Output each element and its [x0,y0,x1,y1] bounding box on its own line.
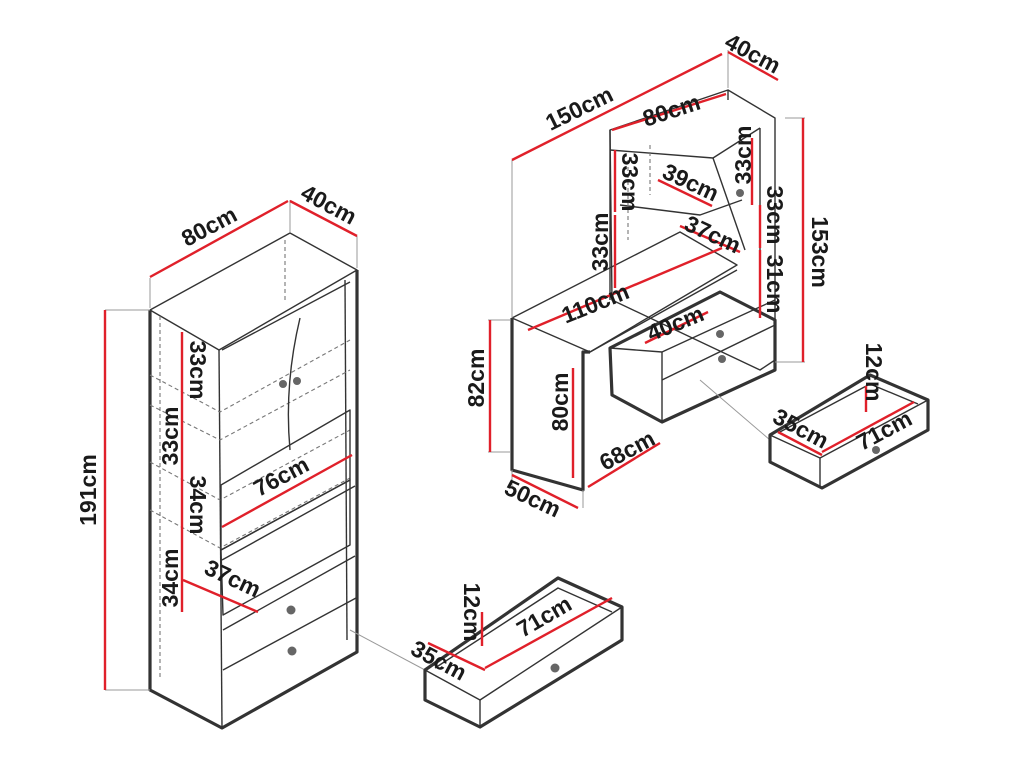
desk-hutch-shelf-3-label: 33cm [730,126,756,185]
desk-hutch-shelf-1-label: 33cm [617,153,643,212]
desk-hutch-inner-depth-label: 39cm [659,158,723,206]
bookcase-drawer-height-label: 12cm [459,583,485,642]
desk-dimensions [488,50,805,510]
bookcase-shelf-2-label: 33cm [157,407,183,466]
bookcase-drawer-dimensions [427,596,613,672]
desk-height-label: 82cm [463,349,489,408]
desk-top-length-label: 110cm [558,278,633,328]
desk-drawer-drawing [768,373,930,490]
desk-drawing [488,50,805,508]
desk-hutch-width-label: 80cm [639,89,703,132]
bookcase-dimensions [103,199,358,690]
desk-drawer-depth-label: 35cm [769,403,833,454]
desk-drawer-width-label: 71cm [852,405,916,456]
desk-drawer-height-label: 12cm [861,343,887,402]
bookcase-inner-depth-label: 37cm [201,554,265,602]
bookcase-height-label: 191cm [75,454,101,526]
bookcase-shelf-3-label: 34cm [185,476,211,535]
bookcase-drawer-drawing [423,576,624,729]
desk-leg-height-label: 80cm [547,373,573,432]
bookcase-drawing [105,200,426,730]
bookcase-shelf-1-label: 33cm [185,341,211,400]
desk-knee-depth-label: 68cm [595,425,659,476]
bookcase-shelf-4-label: 34cm [157,549,183,608]
desk-total-height-label: 153cm [807,216,833,288]
desk-hutch-lower-label: 31cm [762,255,788,314]
desk-drawer-unit-width-label: 40cm [643,300,707,346]
desk-depth-label: 40cm [721,28,785,79]
desk-hutch-right-label: 33cm [762,186,788,245]
desk-drawer-dimensions [777,386,915,457]
desk-hutch-shelf-2-label: 33cm [587,213,613,272]
